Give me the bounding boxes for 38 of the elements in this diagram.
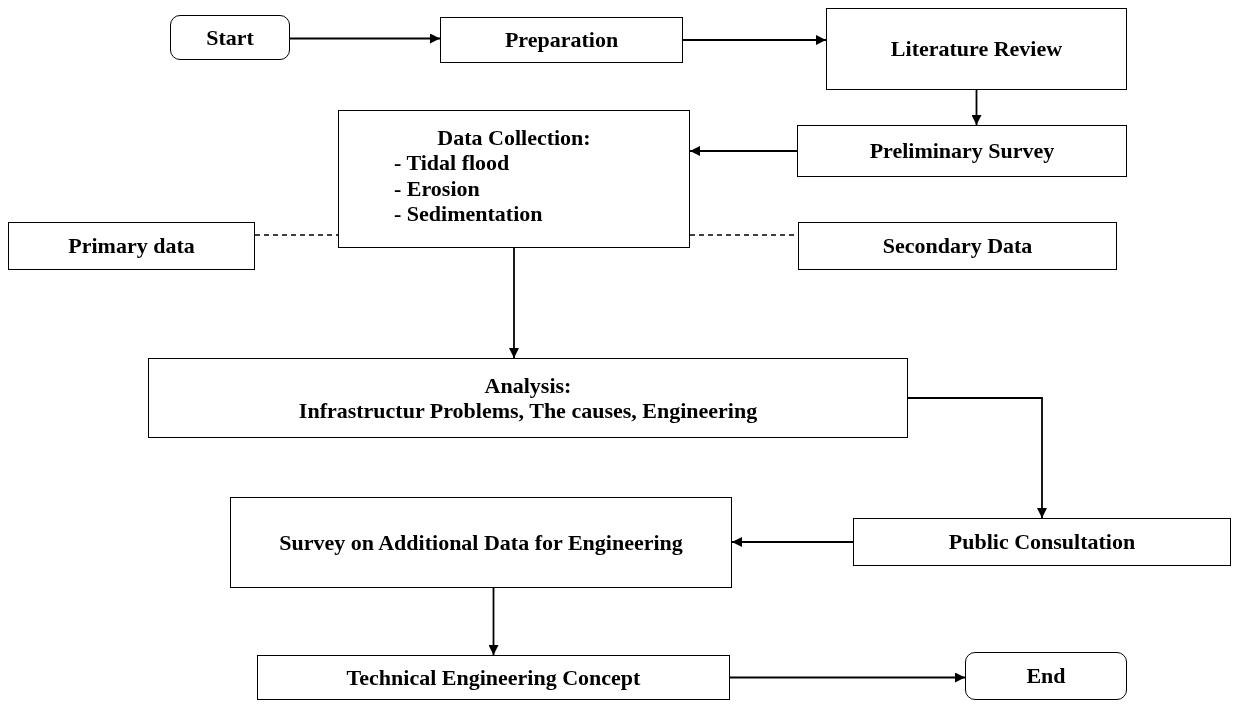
box-label: Infrastructur Problems, The causes, Engineering (298, 398, 758, 424)
box-heading: Analysis: (484, 372, 572, 398)
arrow (682, 35, 827, 45)
box-label: Public Consultation (948, 529, 1136, 555)
box-heading: Data Collection: (437, 125, 591, 151)
arrow (488, 587, 499, 656)
process-box (853, 518, 1231, 566)
arrow (689, 146, 798, 156)
arrow (971, 89, 982, 126)
process-box (797, 125, 1127, 177)
list-item: - Tidal flood (394, 150, 510, 176)
box-label: Secondary Data (882, 233, 1033, 259)
process-box (338, 110, 690, 248)
process-box (798, 222, 1117, 270)
list-item: - Sedimentation (394, 200, 543, 227)
terminal-box (965, 652, 1127, 700)
process-box (230, 497, 732, 588)
terminal-box (170, 15, 290, 60)
arrow (907, 397, 1047, 519)
list-item: - Erosion (394, 175, 480, 201)
arrow (289, 33, 441, 44)
process-box (8, 222, 255, 270)
process-box (440, 17, 683, 63)
arrow (729, 672, 966, 683)
arrow (509, 247, 519, 359)
process-box (257, 655, 730, 700)
arrow (731, 537, 854, 547)
process-box (148, 358, 908, 438)
box-label: Literature Review (890, 36, 1063, 62)
dashed-connector (254, 234, 339, 236)
box-label: Survey on Additional Data for Engineering (279, 529, 683, 556)
box-label: Preparation (504, 27, 619, 53)
box-label: End (1026, 663, 1066, 689)
box-label: Primary data (68, 233, 195, 259)
process-box (826, 8, 1127, 90)
box-label: Preliminary Survey (869, 138, 1055, 164)
box-label: Technical Engineering Concept (346, 664, 641, 691)
box-label: Start (206, 24, 254, 51)
